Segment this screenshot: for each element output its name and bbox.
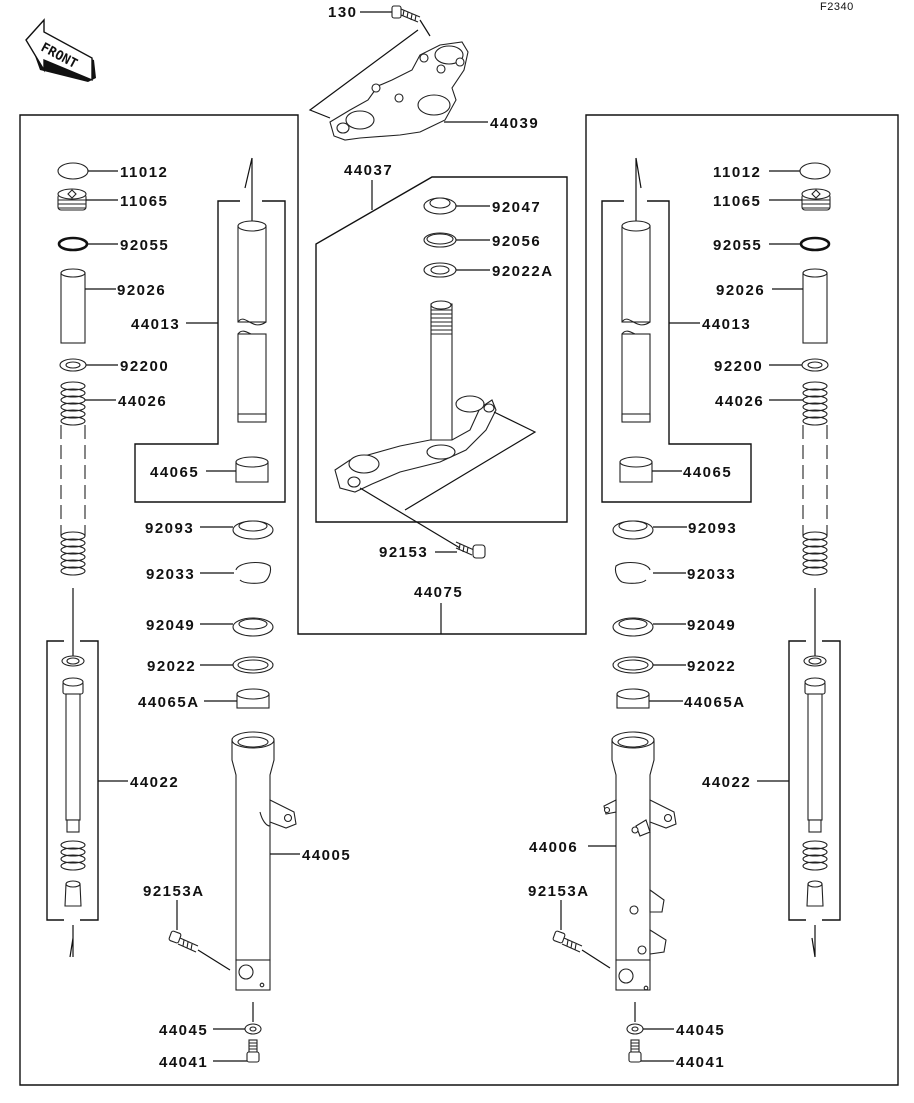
label-left-44022: 44022 <box>130 774 179 791</box>
label-right-92033: 92033 <box>687 566 736 583</box>
label-left-92049: 92049 <box>146 617 195 634</box>
label-left-44041: 44041 <box>159 1054 208 1071</box>
label-right-44065a: 44065A <box>684 694 746 711</box>
upper-bracket-44039 <box>308 29 488 141</box>
label-right-11065: 11065 <box>713 193 761 210</box>
label-left-92055: 92055 <box>120 237 169 254</box>
label-left-11012: 11012 <box>120 164 168 181</box>
front-arrow-icon: FRONT <box>25 18 96 82</box>
stem-bolt-92153 <box>359 487 486 559</box>
label-left-92033: 92033 <box>146 566 195 583</box>
label-right-92055: 92055 <box>713 237 762 254</box>
label-left-92153a: 92153A <box>143 883 205 900</box>
label-left-92093: 92093 <box>145 520 194 537</box>
label-right-44065: 44065 <box>683 464 732 481</box>
label-left-44005: 44005 <box>302 847 351 864</box>
label-right-92153a: 92153A <box>528 883 590 900</box>
label-44037: 44037 <box>344 162 393 179</box>
label-130: 130 <box>328 4 358 21</box>
label-right-11012: 11012 <box>713 164 761 181</box>
label-left-44065a: 44065A <box>138 694 200 711</box>
right-fork <box>552 157 841 1063</box>
label-right-92026: 92026 <box>716 282 765 299</box>
label-92047: 92047 <box>492 199 541 216</box>
label-left-92200: 92200 <box>120 358 169 375</box>
steering-stem-lower-bracket <box>334 300 537 511</box>
label-left-11065: 11065 <box>120 193 168 210</box>
label-left-44026: 44026 <box>118 393 167 410</box>
stem-assembly-box <box>315 176 568 523</box>
outer-frame <box>19 114 899 1086</box>
top-bolt-130 <box>360 5 431 37</box>
label-44075: 44075 <box>414 584 463 601</box>
label-92056: 92056 <box>492 233 541 250</box>
label-right-44006: 44006 <box>529 839 578 856</box>
label-left-92026: 92026 <box>117 282 166 299</box>
label-right-44045: 44045 <box>676 1022 725 1039</box>
label-right-44013: 44013 <box>702 316 751 333</box>
stem-seal-92047 <box>423 197 490 215</box>
label-right-44041: 44041 <box>676 1054 725 1071</box>
label-left-44065: 44065 <box>150 464 199 481</box>
label-left-44013: 44013 <box>131 316 180 333</box>
left-fork <box>46 157 300 1063</box>
label-right-92200: 92200 <box>714 358 763 375</box>
label-left-92022: 92022 <box>147 658 196 675</box>
label-right-92022: 92022 <box>687 658 736 675</box>
label-right-44026: 44026 <box>715 393 764 410</box>
stem-ring-92056 <box>423 232 490 248</box>
label-92022a: 92022A <box>492 263 554 280</box>
label-92153: 92153 <box>379 544 428 561</box>
label-right-44022: 44022 <box>702 774 751 791</box>
label-right-92049: 92049 <box>687 617 736 634</box>
figure-code: F2340 <box>820 1 854 13</box>
stem-washer-92022a <box>423 262 490 278</box>
label-44039: 44039 <box>490 115 539 132</box>
label-left-44045: 44045 <box>159 1022 208 1039</box>
label-right-92093: 92093 <box>688 520 737 537</box>
